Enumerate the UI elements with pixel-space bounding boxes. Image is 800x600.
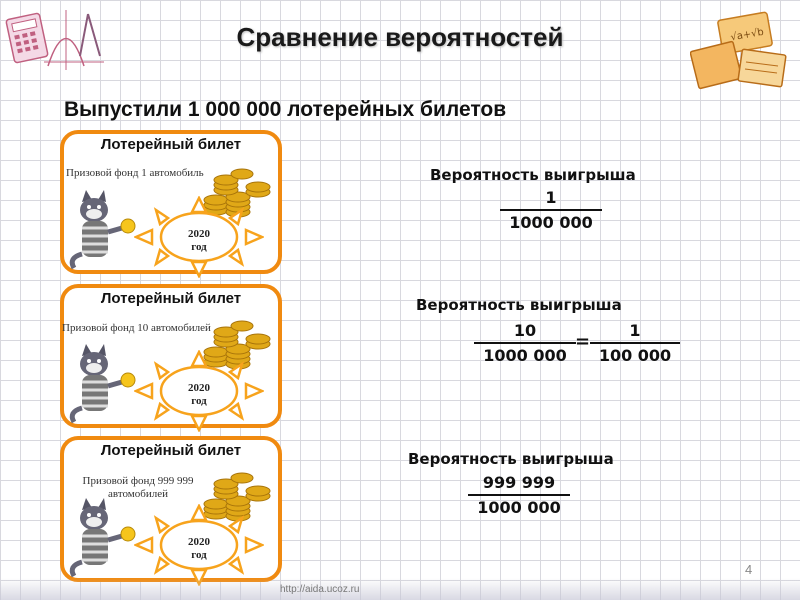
ticket-year: 2020 год xyxy=(179,228,219,254)
year-unit: год xyxy=(191,549,207,561)
probability-label-3: Вероятность выигрыша xyxy=(408,450,614,468)
coins-icon xyxy=(203,168,271,218)
ticket-prize: Призовой фонд 10 автомобилей xyxy=(62,322,211,334)
fraction-numerator: 1 xyxy=(629,321,641,340)
ticket-title: Лотерейный билет xyxy=(100,442,242,459)
year-value: 2020 xyxy=(188,382,210,394)
probability-fraction-1: 1 1000 000 xyxy=(500,188,602,232)
cat-icon xyxy=(69,498,136,578)
fraction-denominator: 100 000 xyxy=(598,346,672,365)
prize-line-1: Призовой фонд 999 999 xyxy=(82,475,194,487)
fraction-bar xyxy=(590,342,680,344)
fraction-denominator: 1000 000 xyxy=(483,346,567,365)
fraction-denominator: 1000 000 xyxy=(509,213,593,232)
prize-line-2: автомобилей xyxy=(108,488,168,500)
fraction-numerator: 1 xyxy=(545,188,557,207)
sun-icon xyxy=(134,504,264,586)
slide-title: Сравнение вероятностей xyxy=(236,22,564,52)
equals-sign: = xyxy=(575,331,591,352)
ticket-prize: Призовой фонд 1 автомобиль xyxy=(66,167,204,179)
probability-label-1: Вероятность выигрыша xyxy=(430,166,636,184)
year-unit: год xyxy=(191,395,207,407)
fraction-numerator: 10 xyxy=(513,321,537,340)
fraction-bar xyxy=(474,342,576,344)
fraction-numerator: 999 999 xyxy=(482,473,556,492)
fraction-bar xyxy=(500,209,602,211)
probability-fraction-2-simplified: 1 100 000 xyxy=(590,321,680,365)
year-value: 2020 xyxy=(188,536,210,548)
sun-icon xyxy=(134,196,264,278)
ticket-title: Лотерейный билет xyxy=(100,136,242,153)
lottery-ticket-1: Лотерейный билет Призовой фонд 1 автомоб… xyxy=(60,130,282,278)
probability-label-2: Вероятность выигрыша xyxy=(416,296,622,314)
ticket-prize: Призовой фонд 999 999 автомобилей xyxy=(78,475,198,501)
lottery-ticket-2: Лотерейный билет Призовой фонд 10 автомо… xyxy=(60,284,282,432)
year-unit: год xyxy=(191,241,207,253)
footer-url[interactable]: http://aida.ucoz.ru xyxy=(280,584,360,595)
year-value: 2020 xyxy=(188,228,210,240)
probability-fraction-3: 999 999 1000 000 xyxy=(468,473,570,517)
math-books-icon: √a+√b xyxy=(690,11,787,90)
ticket-title: Лотерейный билет xyxy=(100,290,242,307)
probability-fraction-2: 10 1000 000 xyxy=(474,321,576,365)
ticket-year: 2020 год xyxy=(179,536,219,562)
ticket-year: 2020 год xyxy=(179,382,219,408)
cat-icon xyxy=(69,344,136,424)
cat-icon xyxy=(69,190,136,270)
lottery-ticket-3: Лотерейный билет Призовой фонд 999 999 а… xyxy=(60,436,282,586)
fraction-denominator: 1000 000 xyxy=(477,498,561,517)
slide-subtitle: Выпустили 1 000 000 лотерейных билетов xyxy=(64,98,507,121)
coins-icon xyxy=(203,320,271,370)
calculator-geometry-icon xyxy=(5,10,104,70)
page-number: 4 xyxy=(745,562,753,577)
footer-bar xyxy=(0,578,800,600)
fraction-bar xyxy=(468,494,570,496)
coins-icon xyxy=(203,472,271,522)
sun-icon xyxy=(134,350,264,432)
